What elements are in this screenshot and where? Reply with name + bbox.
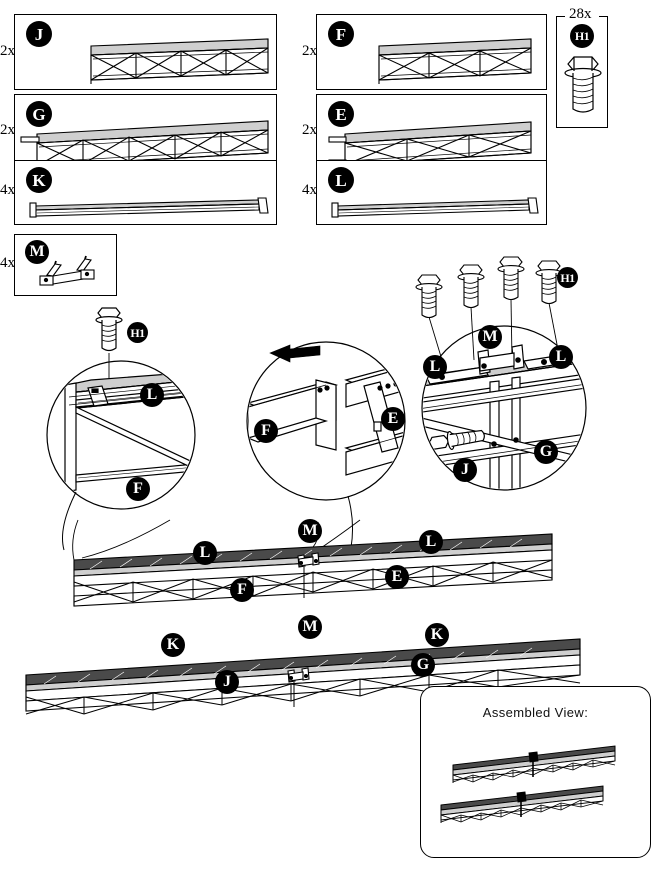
rail-icon-K — [29, 197, 269, 218]
part-letter-F: F — [335, 24, 347, 44]
callout-right-badge-G: G — [534, 440, 558, 464]
part-qty-K: 4x — [0, 182, 15, 198]
bolt-cluster-H1 — [415, 256, 563, 361]
truss-beam-icon-J — [90, 38, 269, 84]
lower-beam-badge-G: G — [411, 653, 435, 677]
callout-center-badge-F: F — [254, 419, 278, 443]
bolt-cluster-letter: H1 — [560, 270, 575, 285]
callout-left-badge-H1: H1 — [127, 322, 148, 343]
part-badge-K: K — [26, 167, 52, 193]
upper-beam-badge-L1: L — [193, 541, 217, 565]
callout-right-letter-m: M — [482, 328, 498, 345]
callout-left-letter-f: F — [133, 480, 143, 497]
direction-arrow-left — [269, 344, 321, 363]
lower-beam-letter-m: M — [302, 618, 318, 635]
part-qty-G: 2x — [0, 122, 15, 138]
assembled-view-panel: Assembled View: — [420, 686, 651, 858]
part-box-L: L — [316, 160, 547, 225]
part-badge-F: F — [328, 21, 354, 47]
callout-right-letter-l1: L — [429, 358, 441, 375]
lower-beam-letter-j: J — [223, 673, 231, 690]
callout-center-letter-f: F — [261, 422, 271, 439]
part-qty-E: 2x — [302, 122, 317, 138]
lower-beam-letter-k2: K — [430, 626, 444, 643]
truss-beam-icon-F — [378, 38, 532, 84]
hardware-letter-H1: H1 — [574, 29, 590, 43]
part-box-G: G — [14, 94, 277, 170]
part-box-E: E — [316, 94, 547, 170]
part-qty-J: 2x — [0, 43, 15, 59]
part-box-F: F — [316, 14, 547, 90]
callout-right-letter-g: G — [539, 443, 553, 460]
part-badge-M: M — [25, 240, 49, 264]
part-letter-M: M — [29, 243, 45, 260]
callout-center-letter-e: E — [387, 410, 399, 427]
lower-beam-badge-K1: K — [161, 633, 185, 657]
lower-beam-letter-g: G — [416, 656, 430, 673]
callout-detail-right — [421, 325, 587, 491]
upper-beam-letter-e: E — [391, 568, 403, 585]
part-badge-J: J — [26, 21, 52, 47]
lower-beam-badge-K2: K — [425, 623, 449, 647]
callout-center-badge-E: E — [381, 407, 405, 431]
part-letter-J: J — [34, 24, 44, 44]
part-qty-L: 4x — [302, 182, 317, 198]
lower-beam-badge-M: M — [298, 615, 322, 639]
hardware-qty-28x: 28x — [566, 6, 595, 23]
part-qty-M: 4x — [0, 255, 15, 271]
lower-beam-letter-k1: K — [166, 636, 180, 653]
callout-left-badge-F: F — [126, 477, 150, 501]
main-assembly-lower-beam — [25, 638, 581, 715]
callout-right-badge-L2: L — [549, 345, 573, 369]
upper-beam-letter-l1: L — [199, 544, 211, 561]
callout-left-letter-l: L — [146, 386, 158, 403]
part-badge-G: G — [26, 101, 52, 127]
part-letter-E: E — [335, 104, 347, 124]
part-box-M: M — [14, 234, 117, 296]
callout-detail-center — [246, 341, 406, 569]
upper-beam-letter-f: F — [237, 581, 247, 598]
u-bracket-icon-M — [39, 255, 95, 286]
upper-beam-letter-l2: L — [425, 533, 437, 550]
upper-beam-badge-F: F — [230, 578, 254, 602]
part-box-K: K — [14, 160, 277, 225]
upper-beam-badge-M: M — [298, 519, 322, 543]
assembled-view-graphic — [440, 745, 616, 823]
upper-beam-badge-E: E — [385, 565, 409, 589]
hardware-box-H1: H1 — [556, 16, 608, 128]
part-letter-L: L — [335, 170, 347, 190]
part-badge-E: E — [328, 101, 354, 127]
lower-beam-badge-J: J — [215, 670, 239, 694]
callout-right-letter-l2: L — [555, 348, 567, 365]
hardware-box-border-left — [557, 16, 565, 17]
callout-right-badge-J: J — [453, 458, 477, 482]
hex-flange-bolt-icon-H1 — [564, 56, 602, 113]
part-qty-F: 2x — [302, 43, 317, 59]
callout-left-badge-L: L — [140, 383, 164, 407]
truss-beam-icon-G — [20, 120, 269, 169]
part-letter-G: G — [32, 104, 46, 124]
callout-right-letter-j: J — [461, 461, 469, 478]
callout-right-badge-M: M — [478, 325, 502, 349]
part-badge-L: L — [328, 167, 354, 193]
hardware-badge-H1: H1 — [570, 24, 594, 48]
callout-right-badge-L1: L — [423, 355, 447, 379]
part-letter-K: K — [32, 170, 46, 190]
upper-beam-letter-m: M — [302, 522, 318, 539]
callout-detail-left — [46, 307, 196, 551]
bolt-cluster-badge-H1: H1 — [557, 267, 578, 288]
part-box-J: J — [14, 14, 277, 90]
upper-beam-badge-L2: L — [419, 530, 443, 554]
callout-left-letter-h1: H1 — [130, 325, 145, 340]
rail-icon-L — [331, 197, 539, 218]
hardware-box-border-right — [599, 16, 607, 17]
assembled-view-title: Assembled View: — [482, 705, 589, 720]
